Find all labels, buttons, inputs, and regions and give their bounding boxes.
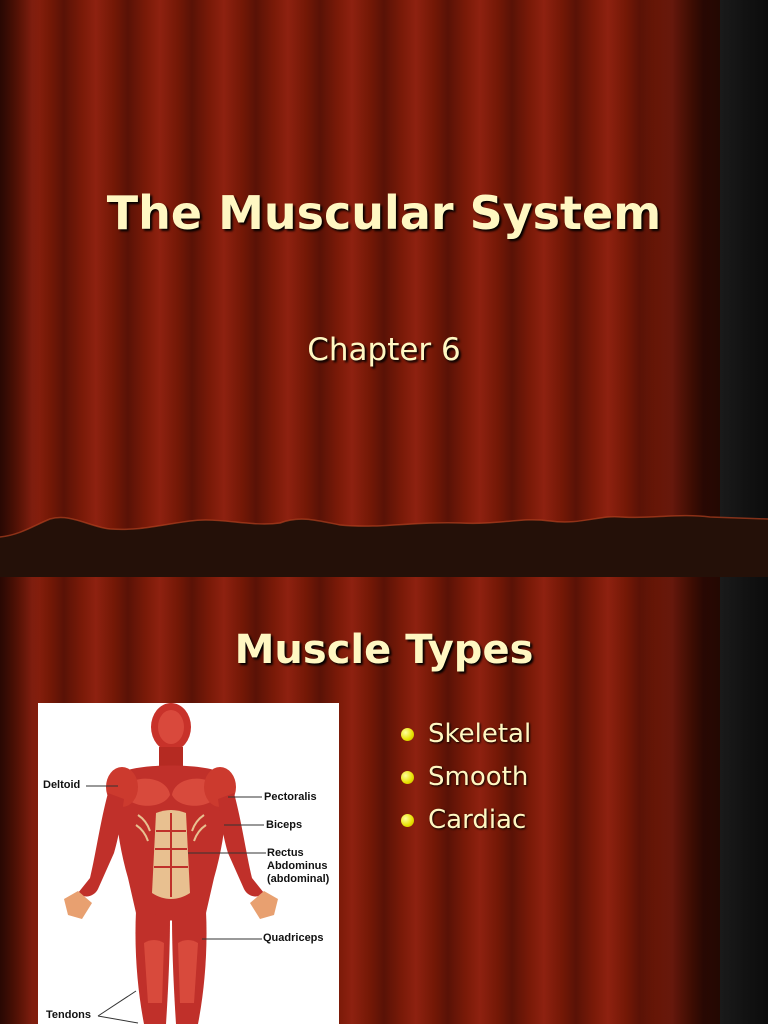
- bullet-icon: [401, 728, 414, 741]
- bullet-text: Skeletal: [428, 719, 532, 749]
- slide-title: Muscle Types: [234, 627, 534, 673]
- muscle-anatomy-figure: Deltoid Pectoralis Biceps Rectus Abdomin…: [38, 703, 339, 1024]
- muscle-body-illustration: [64, 703, 278, 1024]
- bullet-text: Cardiac: [428, 805, 527, 835]
- list-item: Skeletal: [398, 715, 531, 758]
- slide-right-edge: [720, 577, 768, 1024]
- label-abdominal: (abdominal): [267, 873, 330, 885]
- label-abdominus: Abdominus: [267, 860, 328, 872]
- label-rectus: Rectus: [267, 847, 304, 859]
- label-deltoid: Deltoid: [43, 779, 81, 791]
- bullet-icon: [401, 814, 414, 827]
- label-quadriceps: Quadriceps: [263, 932, 324, 944]
- slide-subtitle: Chapter 6: [307, 332, 461, 368]
- list-item: Cardiac: [398, 801, 531, 844]
- bullet-text: Smooth: [428, 762, 529, 792]
- content-slide: Muscle Types: [0, 577, 768, 1024]
- bullet-icon: [401, 771, 414, 784]
- slide-right-edge: [720, 0, 768, 577]
- curtain-valance: [0, 514, 768, 577]
- list-item: Smooth: [398, 758, 531, 801]
- label-tendons: Tendons: [46, 1009, 92, 1021]
- label-pectoralis: Pectoralis: [264, 791, 317, 803]
- muscle-types-list: Skeletal Smooth Cardiac: [398, 715, 531, 844]
- slide-title: The Muscular System: [106, 186, 662, 240]
- title-slide: The Muscular System Chapter 6: [0, 0, 768, 577]
- label-biceps: Biceps: [266, 819, 303, 831]
